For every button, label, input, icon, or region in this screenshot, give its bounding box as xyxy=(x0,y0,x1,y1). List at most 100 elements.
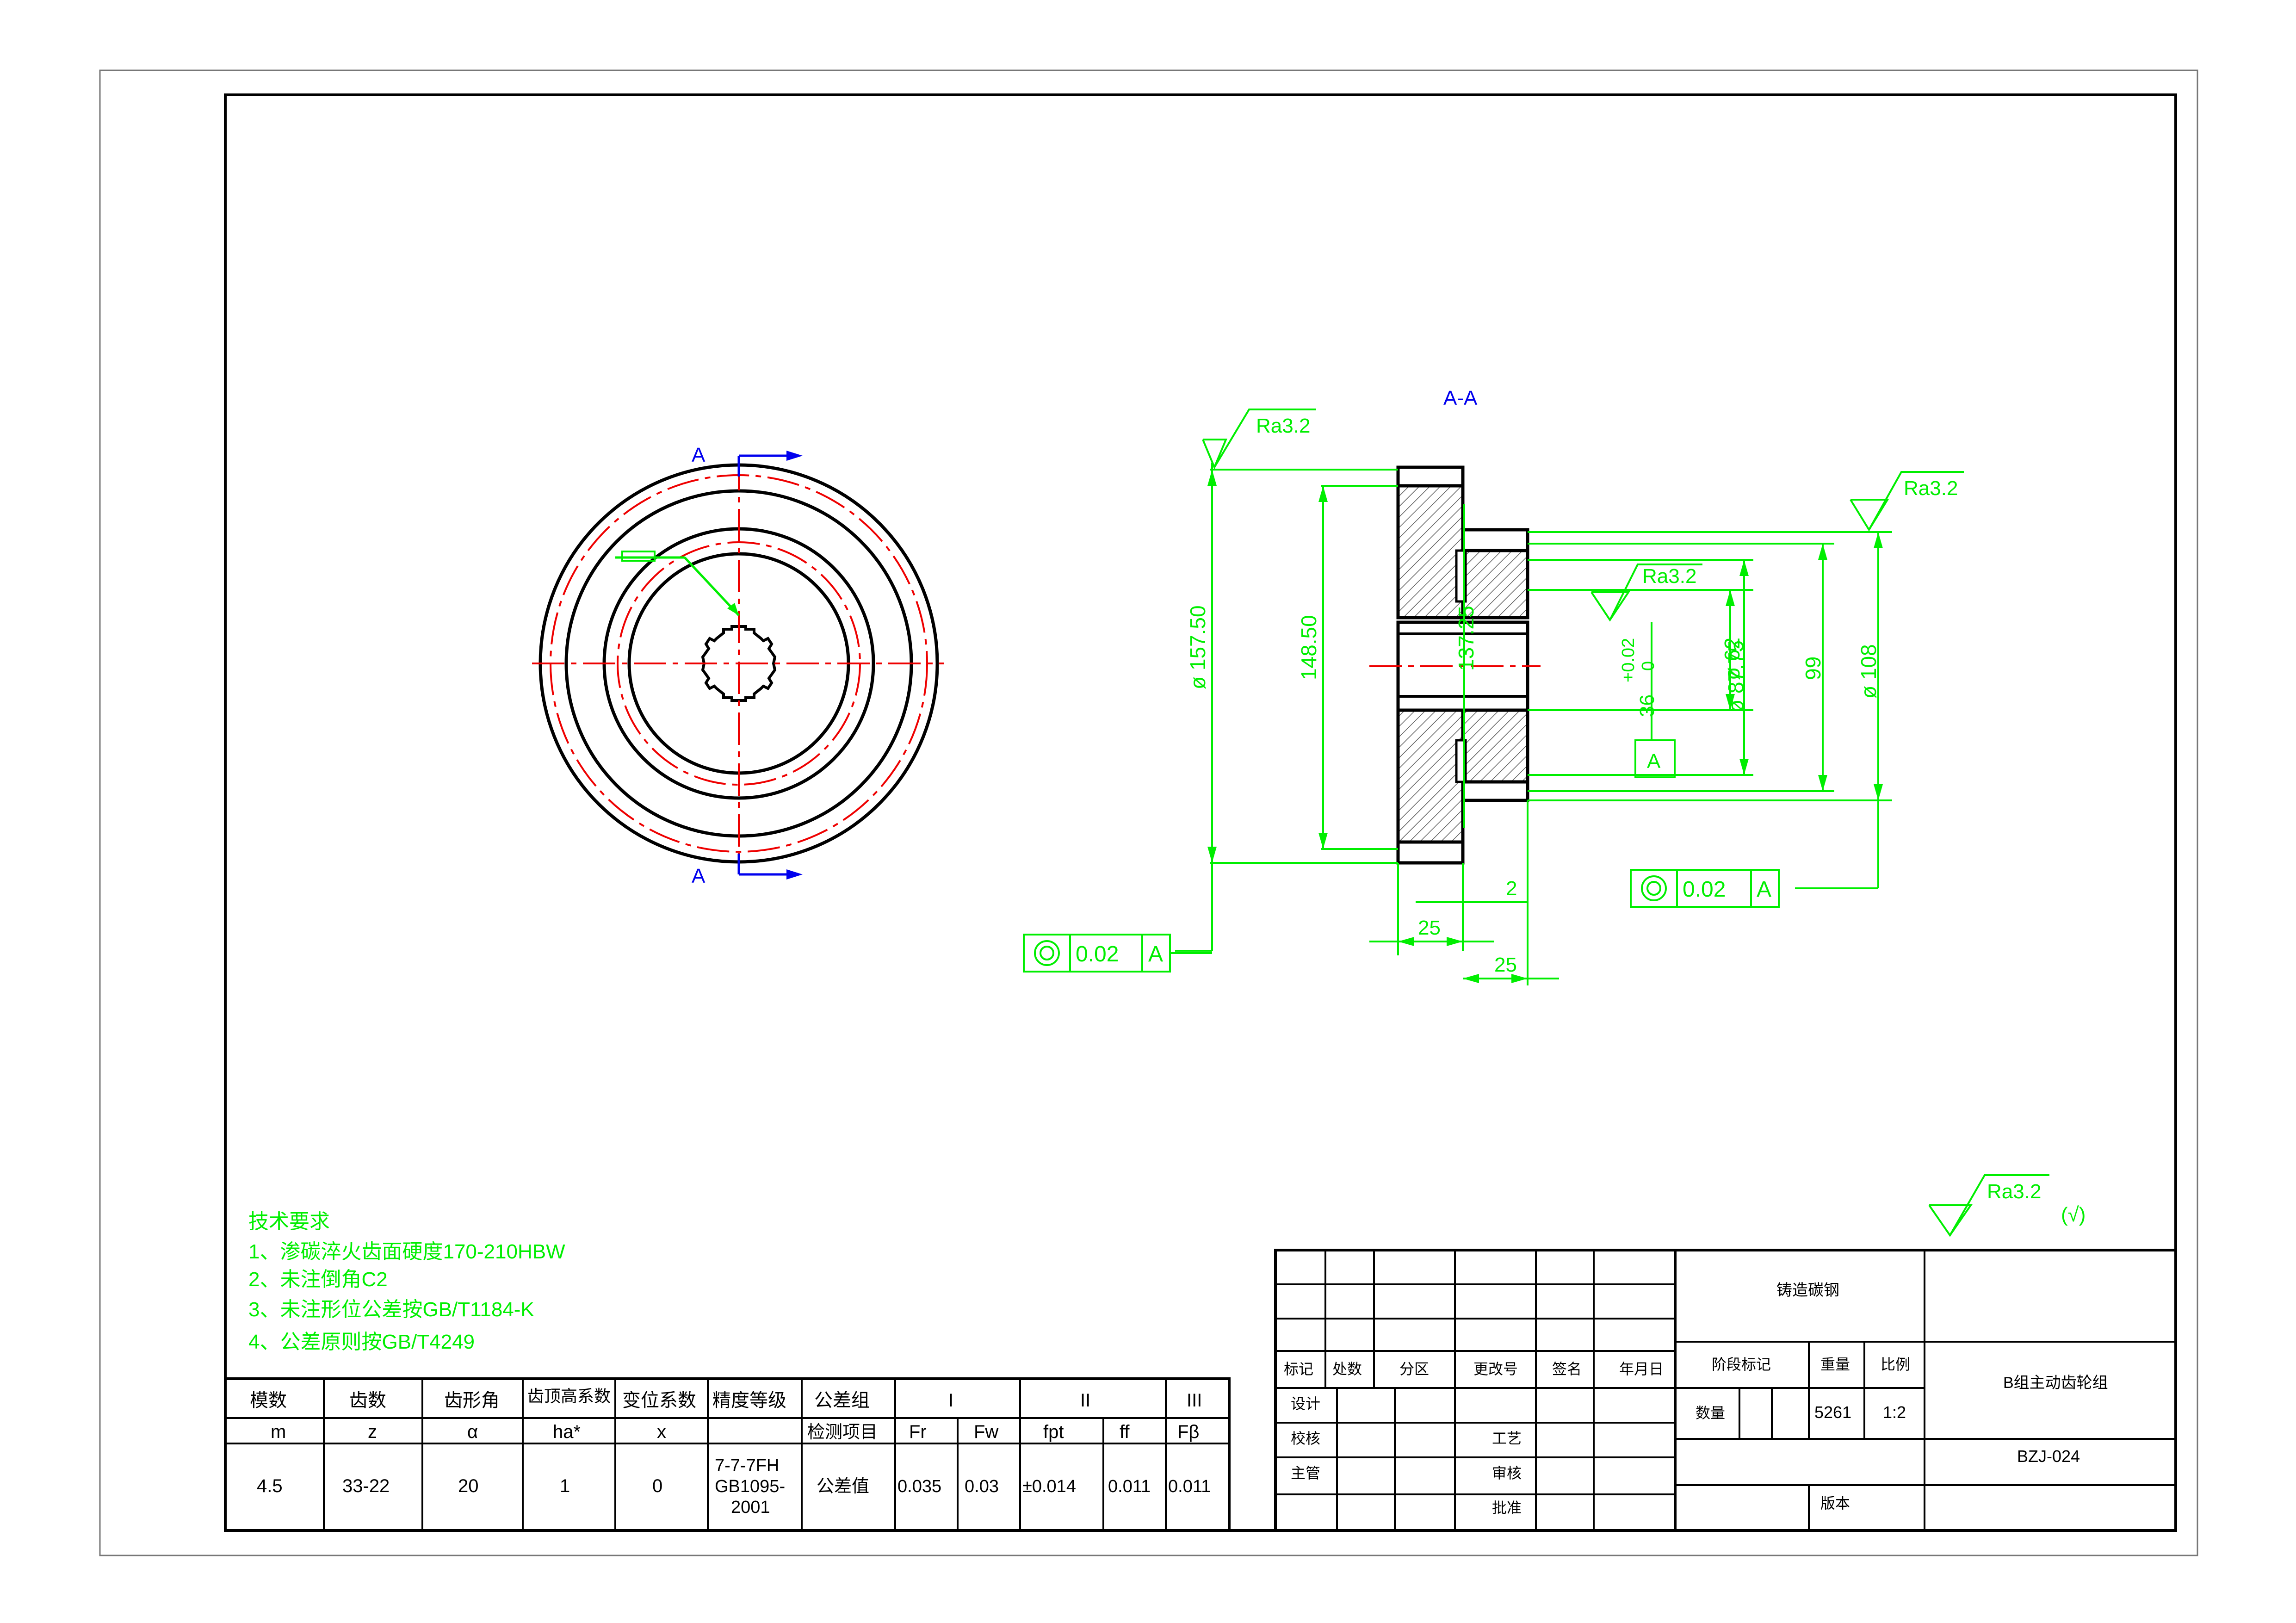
tolerance-frame-right xyxy=(1630,869,1780,908)
dim-bore: 36 xyxy=(1636,694,1659,717)
svg-text:主管: 主管 xyxy=(1291,1465,1320,1481)
tolerance-right-value: 0.02 xyxy=(1683,877,1726,902)
roughness-general xyxy=(1928,1174,2049,1237)
svg-text:数量: 数量 xyxy=(1696,1405,1725,1421)
svg-text:z: z xyxy=(368,1422,377,1442)
section-view: A-A xyxy=(1023,387,1964,985)
roughness-right-label: Ra3.2 xyxy=(1904,477,1958,500)
dim-hub-inner-dia: ø 62 xyxy=(1720,638,1744,680)
svg-text:x: x xyxy=(657,1422,666,1442)
svg-text:B组主动齿轮组: B组主动齿轮组 xyxy=(2003,1374,2108,1392)
svg-text:1: 1 xyxy=(560,1476,570,1496)
roughness-general-suffix: (√) xyxy=(2061,1203,2086,1226)
svg-text:Fw: Fw xyxy=(974,1422,998,1442)
svg-text:签名: 签名 xyxy=(1552,1361,1582,1377)
dim-hub-outer-dia: ø 108 xyxy=(1857,644,1881,699)
svg-text:Fr: Fr xyxy=(909,1422,927,1442)
dim-width1: 25 xyxy=(1418,917,1441,939)
leader-line xyxy=(684,557,740,616)
tolerance-right-datum: A xyxy=(1757,877,1771,902)
dimensions xyxy=(1175,463,1892,985)
svg-text:1:2: 1:2 xyxy=(1883,1403,1906,1422)
roughness-left-label: Ra3.2 xyxy=(1256,415,1310,437)
svg-text:Fβ: Fβ xyxy=(1177,1422,1199,1442)
tech-item-3: 3、未注形位公差按GB/T1184-K xyxy=(248,1298,534,1321)
dim-bore-tol-lower: 0 xyxy=(1639,661,1658,671)
svg-text:版本: 版本 xyxy=(1820,1495,1850,1511)
section-label-top: A xyxy=(692,444,706,466)
roughness-general-label: Ra3.2 xyxy=(1987,1180,2041,1203)
svg-text:检测项目: 检测项目 xyxy=(807,1423,878,1442)
svg-text:II: II xyxy=(1080,1390,1090,1411)
gear-outline-bottom xyxy=(1396,840,1465,865)
svg-text:公差值: 公差值 xyxy=(817,1477,869,1496)
svg-text:±0.014: ±0.014 xyxy=(1022,1477,1076,1496)
svg-text:0: 0 xyxy=(652,1476,662,1496)
svg-text:更改号: 更改号 xyxy=(1473,1361,1518,1377)
svg-text:4.5: 4.5 xyxy=(257,1476,283,1496)
section-title: A-A xyxy=(1443,387,1478,409)
svg-text:标记: 标记 xyxy=(1284,1361,1313,1377)
roughness-middle xyxy=(1590,564,1702,622)
svg-text:0.035: 0.035 xyxy=(897,1477,941,1496)
dim-spline-dia: ø 87.75 xyxy=(1724,640,1748,712)
rim-upper xyxy=(1396,468,1465,619)
svg-text:5261: 5261 xyxy=(1814,1403,1851,1422)
dim-bore-tol-upper: +0.02 xyxy=(1619,638,1638,682)
roughness-middle-label: Ra3.2 xyxy=(1642,565,1696,588)
rim-lower xyxy=(1396,708,1465,865)
datum-box xyxy=(1634,739,1676,778)
section-label-bottom: A xyxy=(692,865,706,887)
svg-text:III: III xyxy=(1187,1390,1202,1411)
svg-text:齿数: 齿数 xyxy=(349,1390,386,1411)
tech-item-1: 1、渗碳淬火齿面硬度170-210HBW xyxy=(248,1240,565,1263)
svg-text:工艺: 工艺 xyxy=(1492,1430,1522,1447)
svg-text:33-22: 33-22 xyxy=(342,1476,390,1496)
dim-pitch-dia: 148.50 xyxy=(1297,615,1321,680)
svg-text:重量: 重量 xyxy=(1820,1356,1850,1373)
svg-text:审核: 审核 xyxy=(1492,1465,1522,1481)
svg-text:7-7-7FH: 7-7-7FH xyxy=(715,1456,779,1475)
svg-text:公差组: 公差组 xyxy=(814,1390,870,1411)
tech-title: 技术要求 xyxy=(248,1210,330,1233)
param-table xyxy=(224,1377,1231,1532)
title-block xyxy=(1274,1249,2177,1532)
section-arrowhead-bottom xyxy=(786,869,803,880)
roughness-left xyxy=(1202,409,1316,470)
svg-text:模数: 模数 xyxy=(250,1390,287,1411)
svg-text:分区: 分区 xyxy=(1399,1361,1429,1377)
tech-item-4: 4、公差原则按GB/T4249 xyxy=(248,1331,475,1353)
dim-root-dia: 137.25 xyxy=(1454,606,1478,671)
svg-text:0.011: 0.011 xyxy=(1168,1477,1211,1496)
tolerance-left-datum: A xyxy=(1148,942,1163,966)
svg-text:ha*: ha* xyxy=(553,1422,581,1442)
svg-text:2001: 2001 xyxy=(731,1498,770,1517)
svg-text:批准: 批准 xyxy=(1492,1499,1522,1516)
datum-label: A xyxy=(1647,750,1661,773)
dim-hub: 99 xyxy=(1801,657,1825,680)
param-table-text: 模数 齿数 齿形角 齿顶高系数 变位系数 精度等级 公差组 I II III m… xyxy=(250,1387,1211,1517)
dim-chamfer: 2 xyxy=(1506,877,1517,900)
svg-text:变位系数: 变位系数 xyxy=(622,1390,696,1411)
front-view: A A xyxy=(532,444,944,887)
svg-text:齿顶高系数: 齿顶高系数 xyxy=(527,1387,611,1406)
svg-text:处数: 处数 xyxy=(1332,1361,1362,1377)
svg-text:年月日: 年月日 xyxy=(1619,1361,1664,1377)
section-arrowhead-top xyxy=(786,451,803,461)
tech-item-2: 2、未注倒角C2 xyxy=(248,1268,388,1291)
svg-text:fpt: fpt xyxy=(1043,1422,1064,1442)
leader-arrowhead xyxy=(727,603,739,615)
leader-symbol xyxy=(621,551,656,562)
tolerance-left-value: 0.02 xyxy=(1076,942,1119,966)
dim-outer-dia: ø 157.50 xyxy=(1186,605,1210,689)
roughness-right xyxy=(1850,471,1964,532)
svg-text:精度等级: 精度等级 xyxy=(712,1390,786,1411)
svg-text:m: m xyxy=(271,1422,286,1442)
gear-outline-top xyxy=(1396,465,1465,488)
dim-width2: 25 xyxy=(1494,954,1517,976)
svg-text:α: α xyxy=(467,1422,478,1442)
svg-text:铸造碳钢: 铸造碳钢 xyxy=(1776,1282,1839,1299)
svg-text:0.011: 0.011 xyxy=(1108,1477,1151,1496)
svg-text:校核: 校核 xyxy=(1291,1430,1320,1447)
